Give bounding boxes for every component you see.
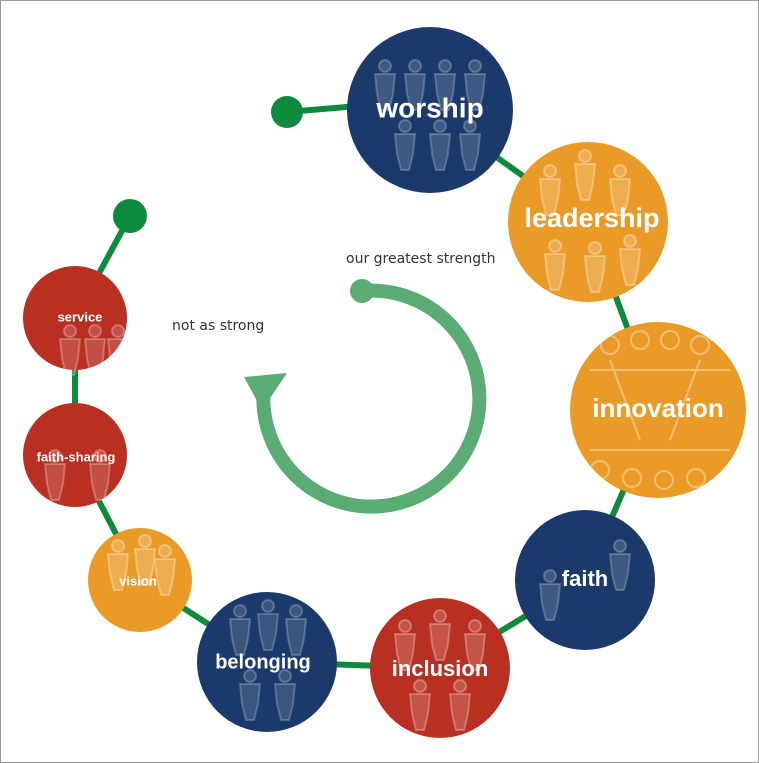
arrowhead-icon — [244, 373, 287, 410]
strength-worship: worship — [347, 27, 513, 193]
strength-label-faith-sharing: faith-sharing — [37, 449, 116, 464]
strength-innovation: innovation — [570, 322, 746, 498]
annotation-not-as-strong: not as strong — [172, 318, 264, 334]
direction-arrow — [244, 279, 487, 514]
strength-faith: faith — [515, 510, 655, 650]
strength-inclusion: inclusion — [370, 598, 510, 738]
strength-label-faith: faith — [562, 566, 608, 591]
strength-leadership: leadership — [508, 142, 668, 302]
strength-label-service: service — [58, 309, 103, 324]
strength-label-belonging: belonging — [215, 651, 311, 673]
strength-service: service — [23, 266, 129, 376]
spiral-end-dot — [113, 199, 147, 233]
strength-label-worship: worship — [375, 92, 483, 123]
strength-vision: vision — [88, 528, 192, 632]
strength-label-leadership: leadership — [524, 203, 659, 233]
annotation-greatest-strength: our greatest strength — [346, 251, 495, 267]
strength-label-inclusion: inclusion — [392, 656, 489, 681]
strength-belonging: belonging — [197, 592, 337, 732]
strength-label-innovation: innovation — [592, 393, 723, 423]
spiral-start-dot — [271, 96, 303, 128]
strength-faith-sharing: faith-sharing — [23, 403, 127, 507]
strength-label-vision: vision — [119, 573, 157, 588]
